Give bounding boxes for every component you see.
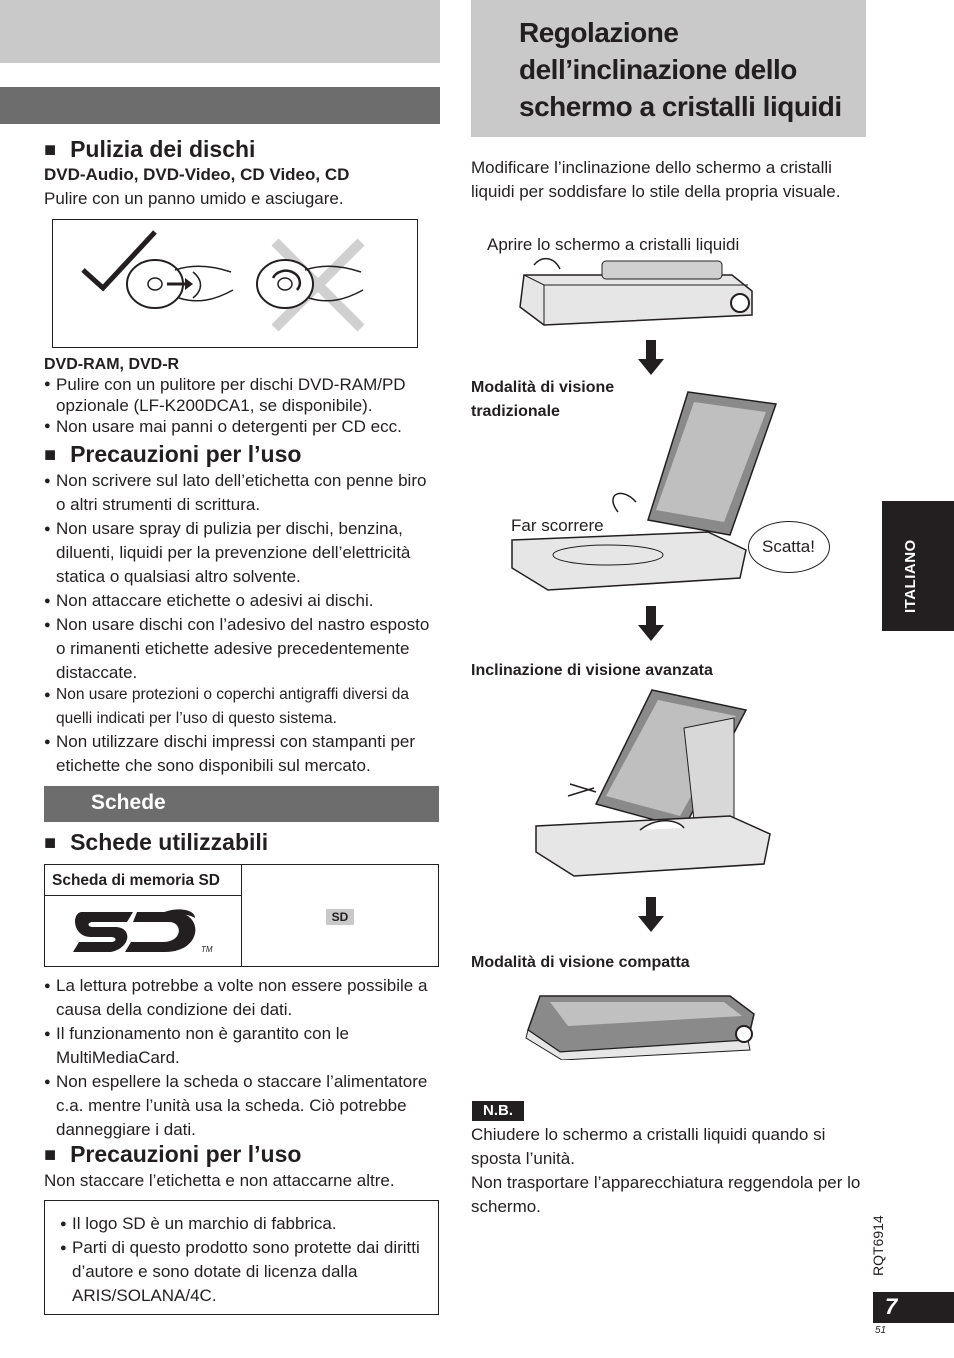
mode-traditional-label: Modalità di visione tradizionale bbox=[471, 379, 615, 420]
list-item: Non scrivere sul lato dell’etichetta con… bbox=[44, 469, 436, 517]
list-item: Pulire con un pulitore per dischi DVD-RA… bbox=[44, 374, 444, 416]
list-item: Non usare dischi con l’adesivo del nastr… bbox=[44, 613, 436, 685]
list-item: Non attaccare etichette o adesivi ai dis… bbox=[44, 589, 436, 613]
trademark-box: Il logo SD è un marchio di fabbrica. Par… bbox=[44, 1200, 439, 1315]
top-gray-bar bbox=[0, 0, 440, 63]
cleaning-bullets: Pulire con un pulitore per dischi DVD-RA… bbox=[44, 374, 444, 437]
language-side-tab: ITALIANO bbox=[882, 501, 954, 631]
sd-logo-tm: TM bbox=[201, 945, 213, 954]
checkmark-icon bbox=[81, 230, 157, 292]
hand-icon bbox=[174, 265, 234, 302]
cards-bullets: La lettura potrebbe a volte non essere p… bbox=[44, 974, 436, 1142]
card-table: Scheda di memoria SD TM SD bbox=[44, 864, 439, 967]
list-item: Non usare mai panni o detergenti per CD … bbox=[44, 416, 444, 437]
device-tilted-illustration bbox=[535, 689, 771, 877]
card-precautions-heading: Precauzioni per l’uso bbox=[44, 1141, 301, 1168]
cleaning-disc-types: DVD-Audio, DVD-Video, CD Video, CD bbox=[44, 165, 350, 184]
sd-badge: SD bbox=[326, 909, 354, 925]
page-sub-number: 51 bbox=[875, 1325, 887, 1336]
disc-icon-2 bbox=[256, 259, 314, 309]
cleaning-disc-types-2: DVD-RAM, DVD-R bbox=[44, 356, 180, 373]
list-item: Il logo SD è un marchio di fabbrica. bbox=[60, 1212, 430, 1236]
page-title: Regolazione dell’inclinazione dello sche… bbox=[519, 17, 842, 122]
section-dark-bar bbox=[0, 87, 440, 124]
cleaning-illustration bbox=[52, 219, 418, 348]
card-table-label: Scheda di memoria SD bbox=[45, 865, 242, 896]
list-item: Non usare protezioni o coperchi antigraf… bbox=[44, 683, 440, 731]
page-number: 7 bbox=[885, 1294, 898, 1319]
hand-icon-2 bbox=[304, 265, 364, 302]
list-item: Non espellere la scheda o staccare l’ali… bbox=[44, 1070, 436, 1142]
down-arrow-icon bbox=[638, 340, 664, 375]
device-open-illustration bbox=[511, 391, 778, 591]
list-item: Parti di questo prodotto sono protette d… bbox=[60, 1236, 430, 1308]
down-arrow-icon bbox=[638, 606, 664, 641]
sd-logo-icon bbox=[73, 909, 196, 952]
cards-heading: Schede utilizzabili bbox=[44, 829, 268, 856]
precautions-bullets-last: Non utilizzare dischi impressi con stamp… bbox=[44, 730, 440, 778]
trademark-bullets: Il logo SD è un marchio di fabbrica. Par… bbox=[60, 1212, 430, 1308]
sd-logo-cell: TM bbox=[45, 896, 242, 966]
mode-compact-label: Modalità di visione compatta bbox=[471, 954, 690, 971]
document-code: RQT6914 bbox=[870, 1215, 886, 1276]
card-precautions-text: Non staccare l’etichetta e non attaccarn… bbox=[44, 1171, 395, 1190]
language-side-tab-label: ITALIANO bbox=[902, 539, 919, 613]
curved-arrow-icon bbox=[533, 257, 561, 270]
scatta-label: Scatta! bbox=[762, 537, 815, 556]
cleaning-instruction: Pulire con un panno umido e asciugare. bbox=[44, 189, 344, 208]
precautions-bullets: Non scrivere sul lato dell’etichetta con… bbox=[44, 469, 436, 685]
device-compact-illustration bbox=[525, 995, 755, 1060]
precautions-bullets-small: Non usare protezioni o coperchi antigraf… bbox=[44, 683, 440, 731]
mode-advanced-label: Inclinazione di visione avanzata bbox=[471, 662, 713, 679]
scatta-bubble: Scatta! bbox=[748, 521, 830, 573]
list-item: La lettura potrebbe a volte non essere p… bbox=[44, 974, 436, 1022]
disc-cleaning-drawing bbox=[81, 230, 365, 332]
cleaning-heading: Pulizia dei dischi bbox=[44, 136, 255, 163]
card-table-label-text: Scheda di memoria SD bbox=[52, 872, 220, 889]
cards-section-title: Schede bbox=[91, 791, 166, 814]
list-item: Non utilizzare dischi impressi con stamp… bbox=[44, 730, 440, 778]
page-number-box: 7 bbox=[873, 1292, 954, 1323]
title-bar: Regolazione dell’inclinazione dello sche… bbox=[471, 0, 866, 137]
list-item: Non usare spray di pulizia per dischi, b… bbox=[44, 517, 436, 589]
cross-icon bbox=[271, 238, 365, 332]
intro-text: Modificare l’inclinazione dello schermo … bbox=[471, 158, 841, 201]
precautions-heading: Precauzioni per l’uso bbox=[44, 441, 301, 468]
curved-arrow-icon bbox=[567, 783, 597, 797]
device-closed-illustration bbox=[519, 257, 753, 326]
note-line-2: Non trasportare l’apparecchiatura reggen… bbox=[471, 1173, 861, 1216]
down-arrow-icon bbox=[638, 897, 664, 932]
note-line-1: Chiudere lo schermo a cristalli liquidi … bbox=[471, 1125, 826, 1168]
far-scorrere-label: Far scorrere bbox=[511, 516, 604, 535]
list-item: Il funzionamento non è garantito con le … bbox=[44, 1022, 436, 1070]
cards-section-bar: Schede bbox=[44, 786, 439, 822]
open-screen-caption: Aprire lo schermo a cristalli liquidi bbox=[487, 235, 740, 254]
curved-arrow-icon bbox=[612, 492, 637, 513]
note-badge: N.B. bbox=[472, 1101, 524, 1121]
